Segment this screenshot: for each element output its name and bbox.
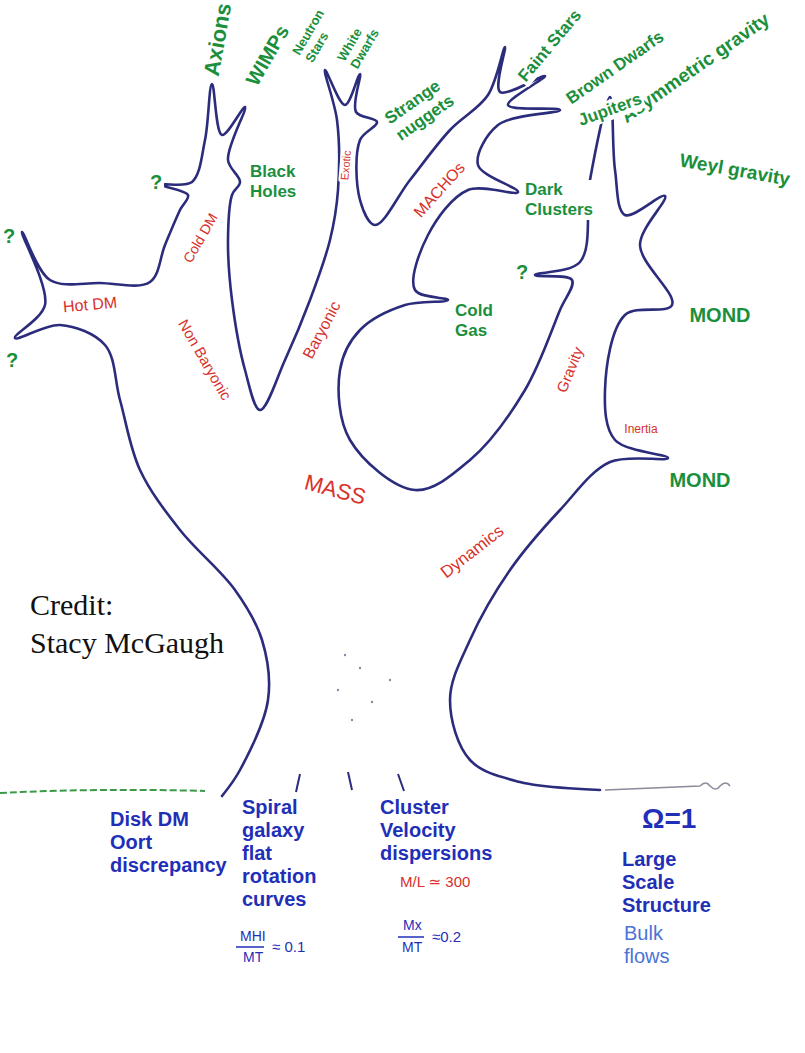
- tree-outline: [15, 47, 673, 796]
- question-mark: ?: [1, 225, 17, 248]
- ratio-label: MT: [241, 949, 265, 965]
- branch-label: MACHOs: [409, 157, 471, 222]
- leaf-label: Black Holes: [248, 162, 312, 201]
- root-label: Disk DM Oort discrepancy: [108, 808, 236, 877]
- ratio-label: MHI: [238, 928, 268, 944]
- leaf-label: Dark Clusters: [523, 180, 607, 219]
- ratio-label: M/L ≃ 300: [398, 873, 472, 890]
- fraction-bar: [236, 946, 264, 948]
- credit-text: Stacy McGaugh: [28, 626, 226, 661]
- question-mark: ?: [148, 171, 164, 194]
- branch-label: Cold DM: [178, 209, 221, 268]
- root-label: Bulk flows: [622, 922, 686, 968]
- ratio-label: MT: [400, 939, 424, 955]
- branch-label: Exotic: [338, 148, 354, 183]
- ground-line: [605, 783, 730, 790]
- branch-label: Gravity: [552, 343, 587, 397]
- bark-texture: [337, 654, 391, 721]
- leaf-label: Faint Stars: [513, 5, 587, 88]
- fraction-bar: [398, 936, 424, 938]
- branch-label: MASS: [300, 469, 371, 511]
- branch-label: Non Baryonic: [174, 315, 236, 405]
- root-line: [296, 772, 404, 792]
- branch-label: Baryonic: [298, 296, 345, 363]
- leaf-label: MOND: [667, 469, 732, 492]
- ground-line: [0, 790, 205, 793]
- root-label: Ω=1: [640, 803, 698, 835]
- leaf-label: Asymmetric gravity: [615, 7, 775, 128]
- branch-label: Inertia: [622, 423, 659, 437]
- leaf-label: WIMPs: [241, 19, 296, 91]
- ratio-label: Mx: [401, 917, 424, 933]
- leaf-label: Cold Gas: [453, 301, 507, 340]
- ratio-label: ≈ 0.1: [270, 938, 307, 955]
- leaf-label: Axions: [199, 0, 237, 80]
- credit-text: Credit:: [28, 588, 115, 623]
- branch-label: Hot DM: [60, 293, 120, 316]
- leaf-label: MOND: [687, 304, 752, 327]
- root-label: Cluster Velocity dispersions: [378, 796, 507, 865]
- ratio-label: ≈0.2: [430, 928, 463, 945]
- leaf-label: Weyl gravity: [676, 149, 794, 191]
- leaf-label: Strange nuggets: [379, 66, 470, 146]
- root-label: Spiral galaxy flat rotation curves: [240, 796, 336, 911]
- branch-label: Dynamics: [435, 520, 509, 584]
- question-mark: ?: [4, 349, 20, 372]
- root-label: Large Scale Structure: [620, 848, 732, 917]
- question-mark: ?: [514, 261, 530, 284]
